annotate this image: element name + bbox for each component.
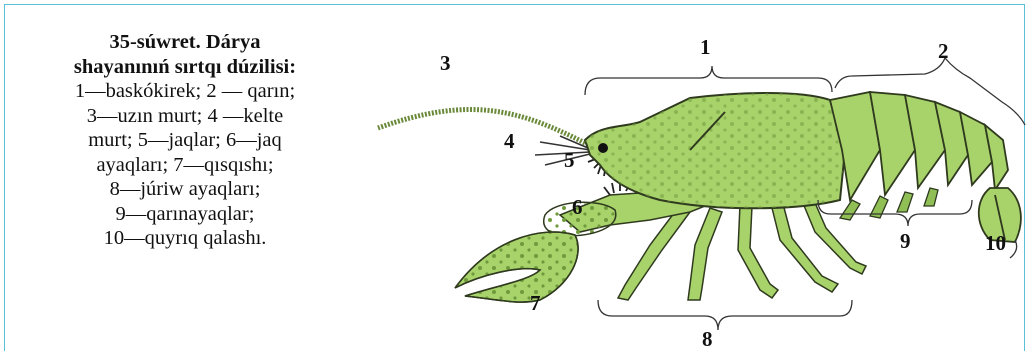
label-6: 6 <box>572 195 583 219</box>
label-5: 5 <box>564 148 575 172</box>
long-antenna <box>378 110 585 143</box>
label-1: 1 <box>700 35 711 59</box>
label-7: 7 <box>530 291 541 315</box>
abdomen <box>830 92 1008 200</box>
label-10: 10 <box>985 231 1006 255</box>
label-8: 8 <box>702 327 713 351</box>
cheliped <box>455 188 720 302</box>
label-3: 3 <box>440 51 451 75</box>
eye-icon <box>598 143 608 153</box>
label-2: 2 <box>938 39 949 63</box>
label-4: 4 <box>504 129 515 153</box>
label-9: 9 <box>900 229 911 253</box>
